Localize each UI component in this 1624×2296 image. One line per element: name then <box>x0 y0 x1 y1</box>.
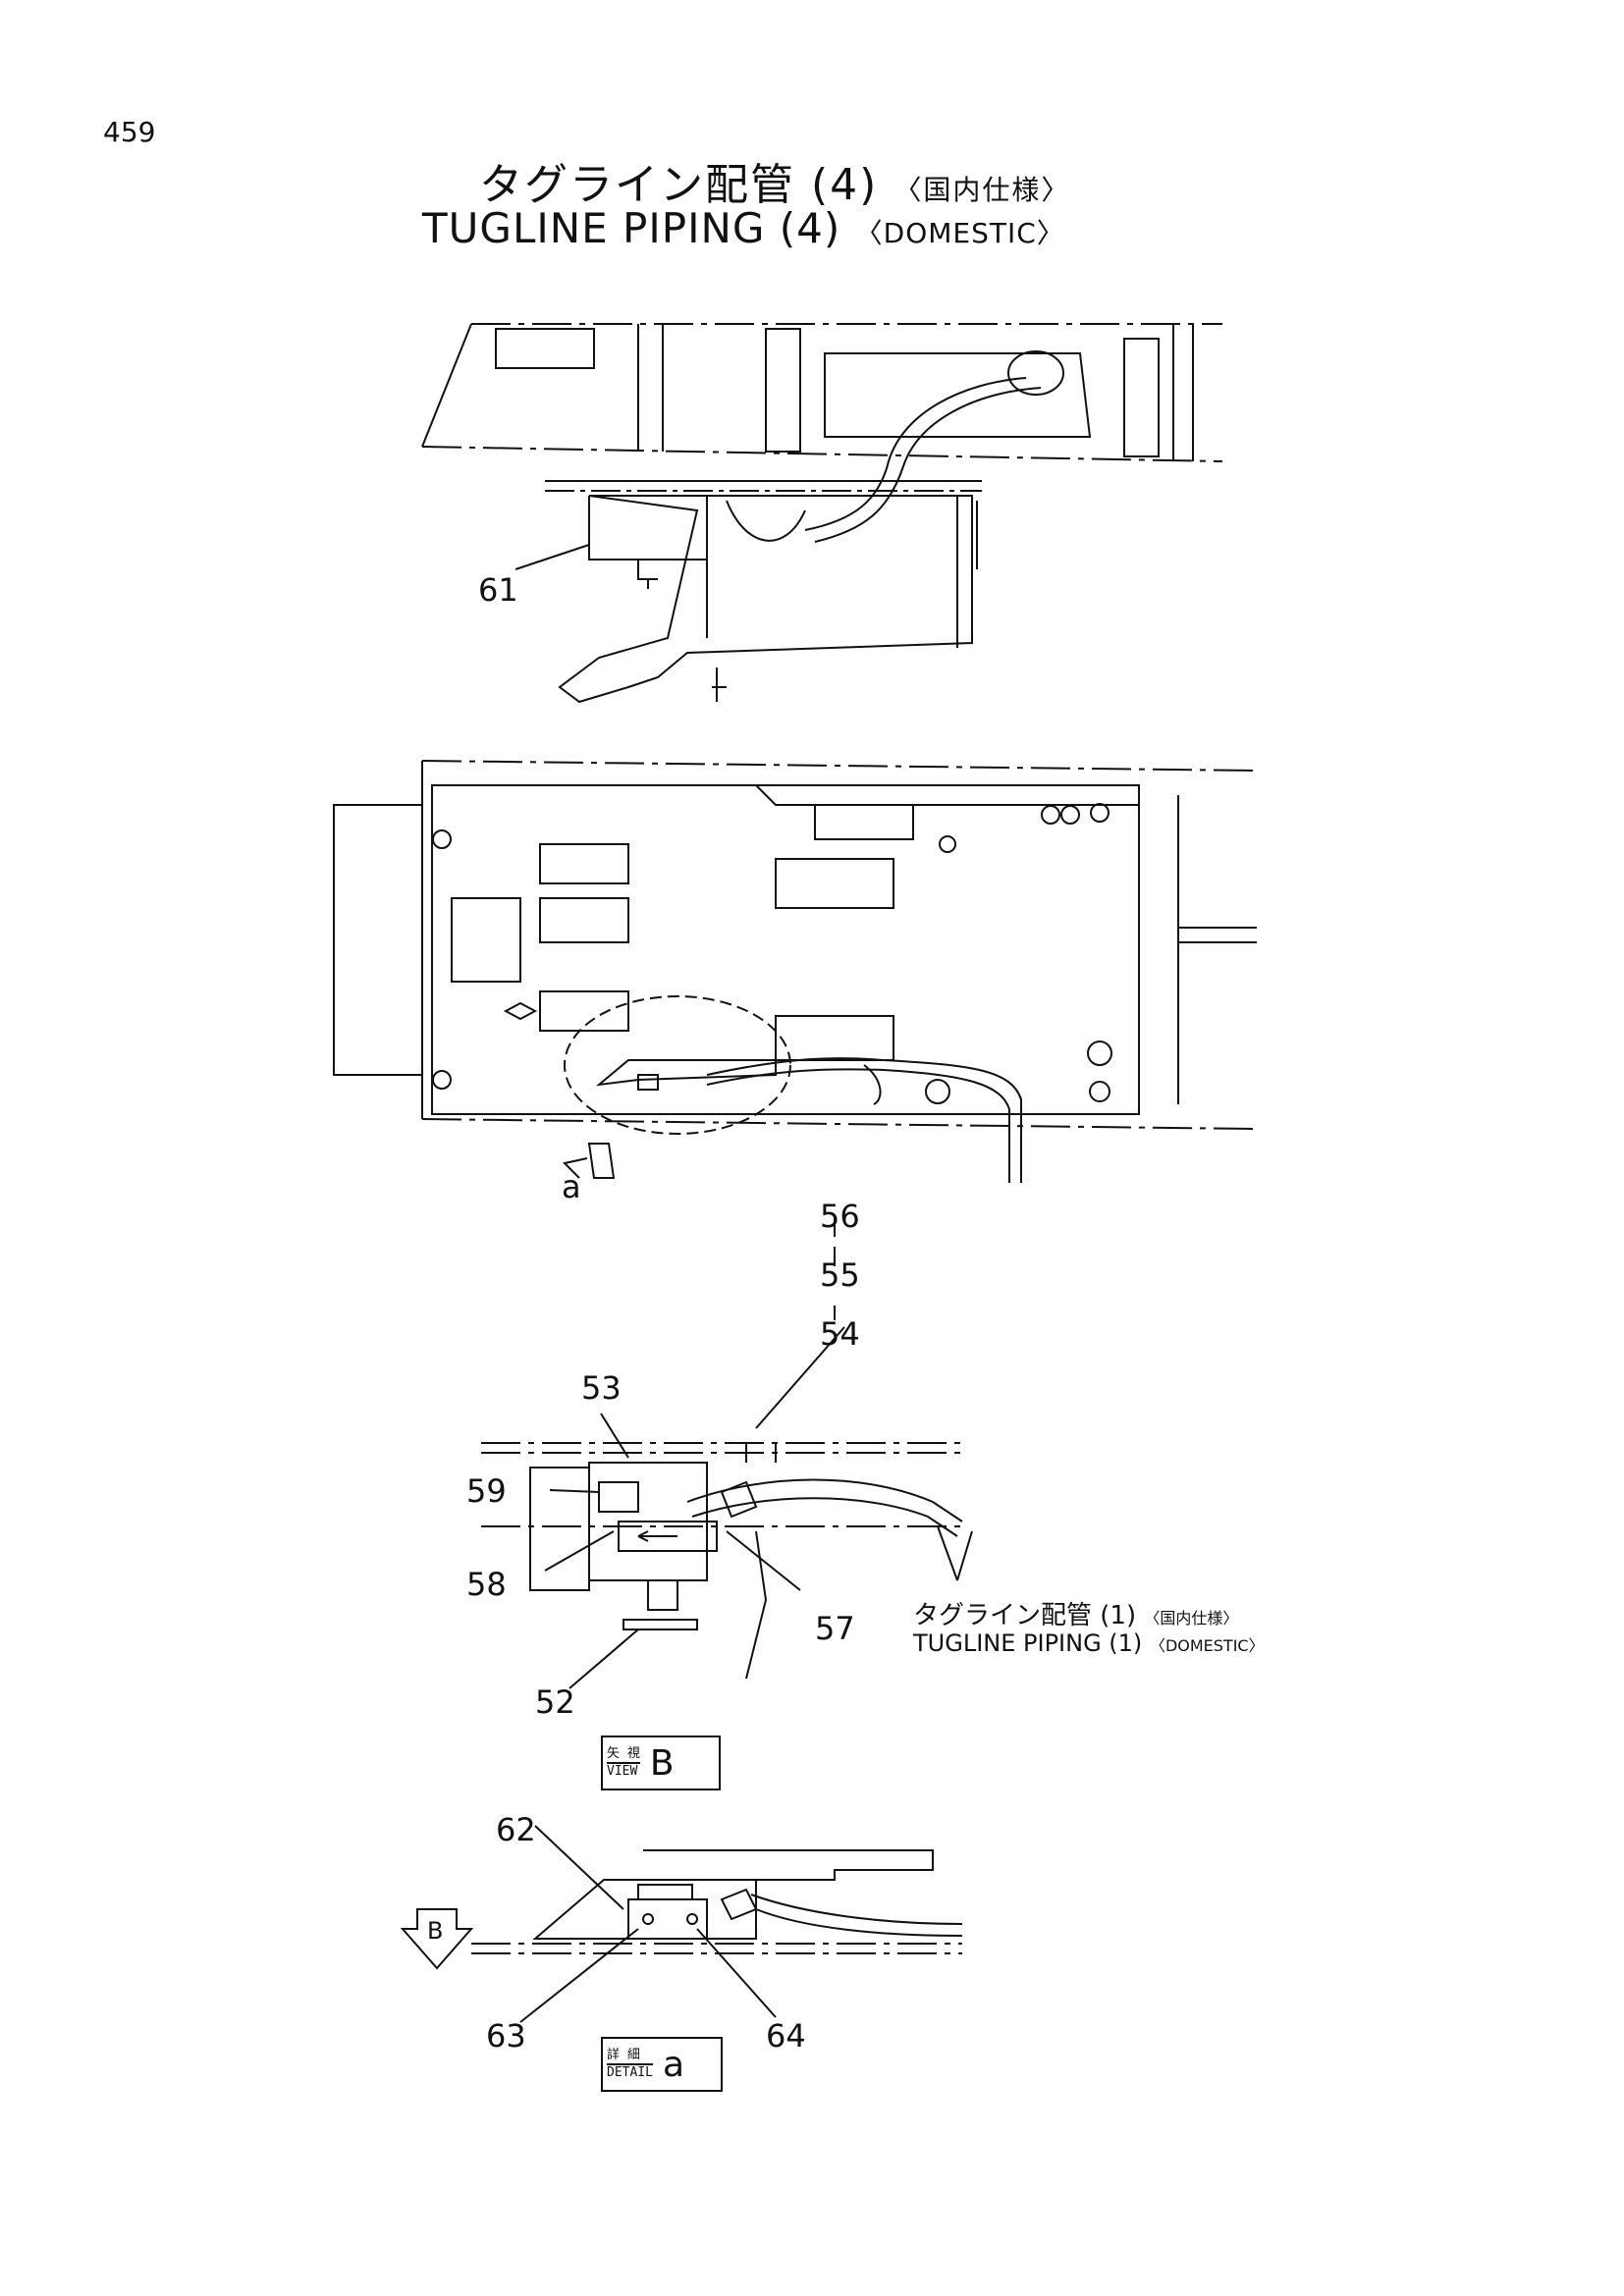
leader-61 <box>514 544 590 570</box>
title-en-spec: 〈DOMESTIC〉 <box>854 217 1065 249</box>
callout-64: 64 <box>766 2017 806 2055</box>
callout-53: 53 <box>581 1369 622 1407</box>
reference-english: TUGLINE PIPING (1) 〈DOMESTIC〉 <box>913 1629 1265 1657</box>
detail-label-text: 詳 細 DETAIL <box>603 2046 657 2083</box>
leader-59 <box>549 1489 600 1493</box>
upper-structure-elevation <box>421 323 1223 704</box>
leader-58 <box>544 1530 615 1572</box>
callout-63: 63 <box>486 2017 526 2055</box>
callout-62: 62 <box>496 1811 536 1848</box>
callout-52: 52 <box>535 1683 575 1721</box>
title-japanese: タグライン配管 (4) 〈国内仕様〉 <box>479 149 1070 212</box>
detail-label-letter: a <box>662 2044 685 2085</box>
callout-56: 56 <box>820 1198 860 1235</box>
leader-64 <box>696 1928 777 2018</box>
callout-54: 54 <box>820 1315 860 1353</box>
page-number: 459 <box>103 116 156 148</box>
ref-jp-spec: 〈国内仕様〉 <box>1144 1609 1239 1628</box>
ref-en-main: TUGLINE PIPING (1) <box>913 1629 1143 1657</box>
title-jp-spec: 〈国内仕様〉 <box>893 174 1071 206</box>
detail-a-label: 詳 細 DETAIL a <box>601 2037 723 2092</box>
callout-55: 55 <box>820 1256 860 1294</box>
title-english: TUGLINE PIPING (4) 〈DOMESTIC〉 <box>422 204 1065 252</box>
leader-63 <box>519 1928 639 2023</box>
leader-52 <box>568 1629 639 1689</box>
upper-structure-plan <box>333 760 1258 1183</box>
detail-label-jp: 詳 細 <box>607 2048 640 2062</box>
leader-reference-piping <box>937 1525 973 1581</box>
reference-japanese: タグライン配管 (1) 〈国内仕様〉 <box>913 1595 1238 1631</box>
view-b-direction-arrow <box>400 1908 474 1970</box>
callout-58: 58 <box>466 1566 507 1603</box>
view-label-jp: 矢 視 <box>607 1746 640 1761</box>
leader-57 <box>726 1530 801 1591</box>
callout-59: 59 <box>466 1472 507 1510</box>
callout-61: 61 <box>478 571 518 609</box>
leader-62 <box>534 1825 624 1910</box>
ref-jp-main: タグライン配管 (1) <box>913 1601 1137 1630</box>
ref-en-spec: 〈DOMESTIC〉 <box>1149 1636 1265 1655</box>
callout-a: a <box>562 1168 581 1205</box>
title-en-main: TUGLINE PIPING (4) <box>422 204 841 252</box>
detail-label-en: DETAIL <box>607 2063 653 2080</box>
title-jp-main: タグライン配管 (4) <box>479 160 879 210</box>
detail-a-drawing <box>471 1849 963 1954</box>
view-label-en: VIEW <box>607 1762 640 1780</box>
view-b-drawing <box>481 1442 963 1680</box>
view-label-text: 矢 視 VIEW <box>603 1744 644 1782</box>
arrow-b-letter: B <box>427 1917 443 1945</box>
callout-57: 57 <box>815 1610 855 1647</box>
leader-54 <box>755 1326 845 1429</box>
view-b-label: 矢 視 VIEW B <box>601 1735 721 1790</box>
view-label-letter: B <box>649 1742 675 1784</box>
leader-53 <box>600 1413 629 1459</box>
